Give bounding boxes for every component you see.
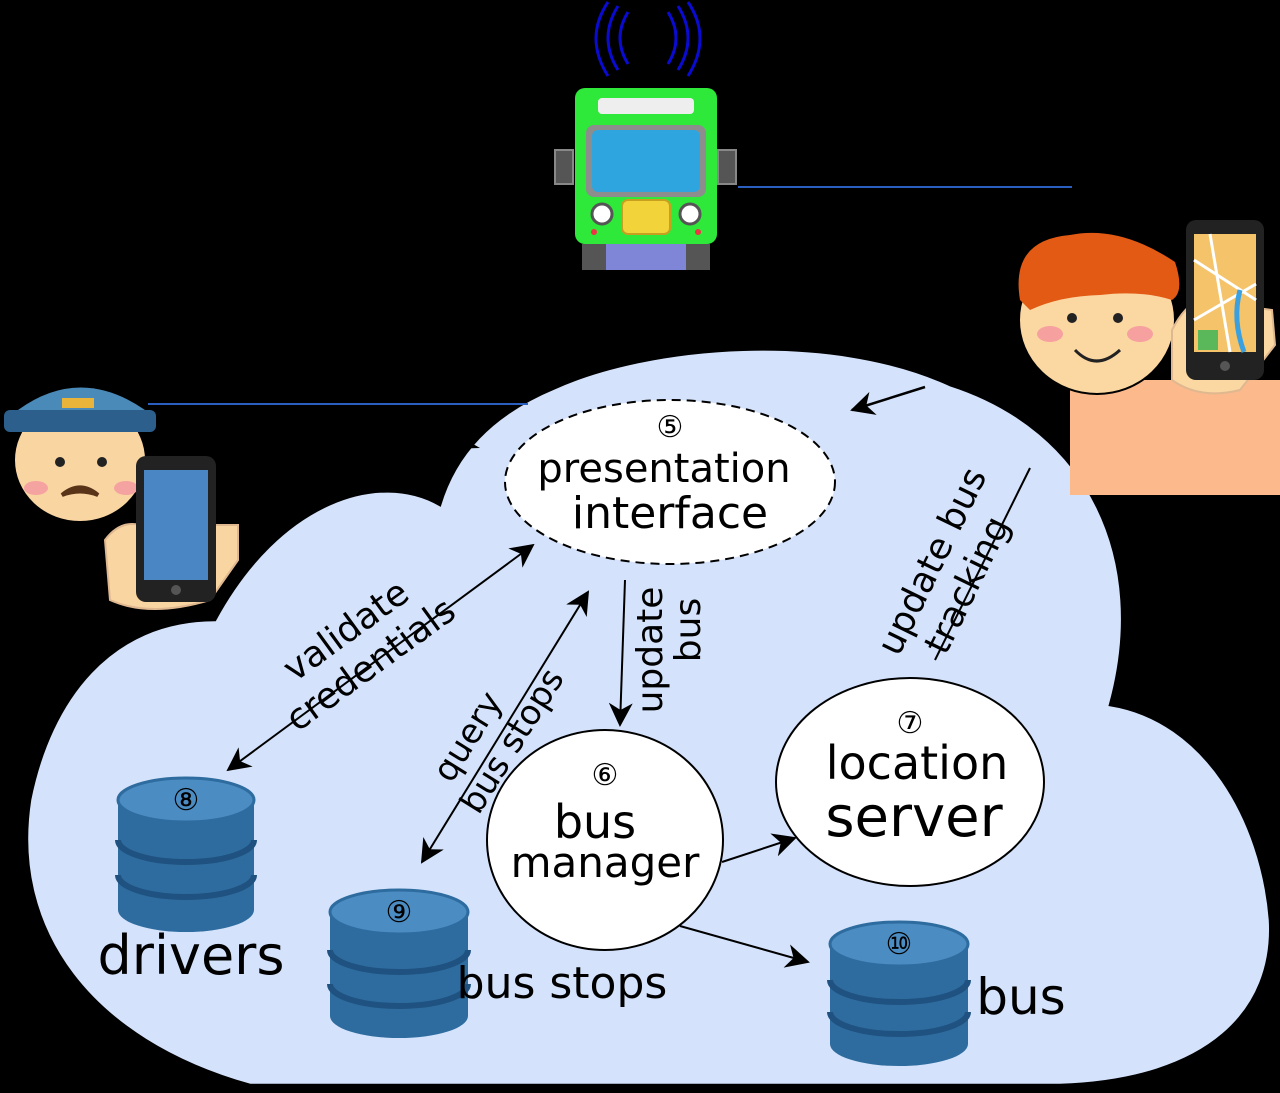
svg-text:update: update [630, 587, 671, 714]
db-number: ⑧ [173, 783, 200, 818]
smartphone-icon [136, 456, 216, 602]
node-label: location [826, 736, 1009, 790]
tracking-line [934, 467, 1031, 661]
bus-manager-node: ⑥ bus manager [486, 729, 724, 951]
database-icon: ⑨ [327, 888, 471, 1038]
presentation-interface-node: ⑤ presentation interface [504, 399, 836, 565]
db-label-bus: bus [976, 968, 1065, 1026]
database-icon: ⑧ [115, 776, 257, 932]
location-server-node: ⑦ location server [775, 677, 1045, 887]
node-number: ⑥ [592, 758, 619, 793]
db-label-bus-stops: bus stops [457, 958, 668, 1009]
node-label: interface [572, 488, 768, 539]
signal-icon [594, 1, 702, 78]
svg-text:bus: bus [668, 598, 709, 662]
node-number: ⑦ [897, 706, 924, 741]
arrow-update-bus [608, 579, 633, 727]
edge-label-update-bus: update bus [630, 587, 709, 714]
node-label: server [825, 785, 1003, 850]
node-label: manager [511, 838, 701, 887]
arrow-manager-to-location [721, 833, 797, 863]
db-number: ⑨ [386, 895, 413, 930]
arrow-passenger-to-presentation [850, 385, 926, 415]
arrow-validate-credentials [226, 543, 535, 772]
bus-icon [554, 88, 737, 270]
db-number: ⑩ [886, 927, 913, 962]
node-label: presentation [537, 446, 790, 492]
arrow-manager-to-bus-db [679, 925, 810, 968]
node-number: ⑤ [657, 410, 684, 445]
database-icon: ⑩ [827, 920, 971, 1066]
arrow-query-bus-stops [420, 590, 590, 864]
db-label-drivers: drivers [98, 924, 285, 987]
smartphone-icon [1186, 220, 1264, 380]
